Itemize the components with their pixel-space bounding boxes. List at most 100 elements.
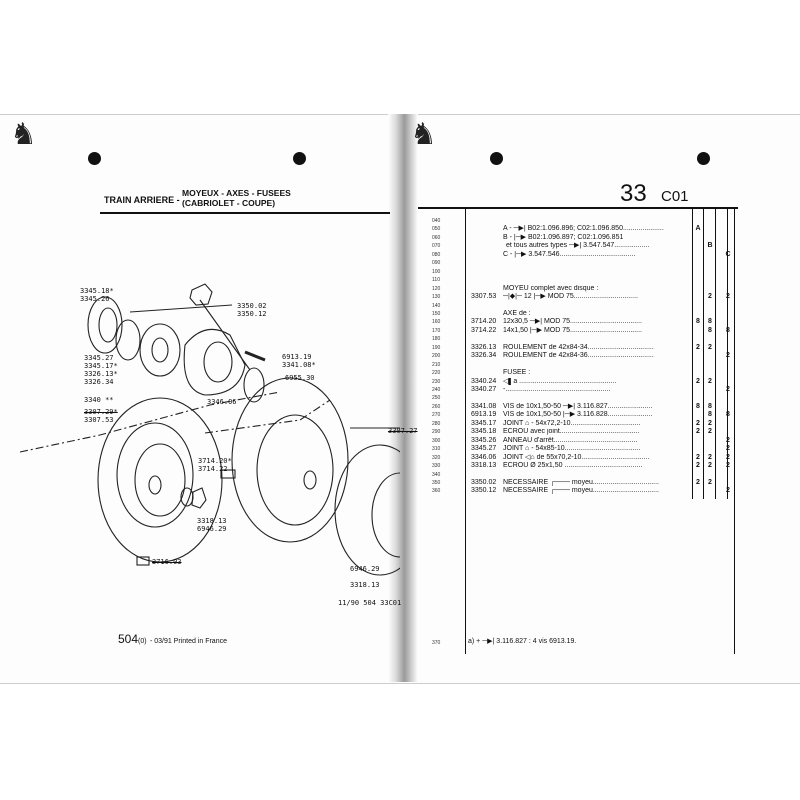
part-description: 12x30,5 ─▶| MOD 75......................… bbox=[503, 318, 642, 326]
group-heading: MOYEU complet avec disque : bbox=[503, 284, 599, 292]
row-number: 140 bbox=[432, 302, 441, 309]
callout-6913: 6913.19 3341.08* bbox=[282, 353, 316, 369]
part-reference: 3346.06 bbox=[471, 453, 497, 461]
part-description: NECESSAIRE ┌─── moyeu...................… bbox=[503, 487, 659, 495]
row-number: 050 bbox=[432, 226, 441, 233]
row-number: 090 bbox=[432, 260, 441, 267]
row-number: 110 bbox=[432, 277, 440, 284]
group-heading: AXE de : bbox=[503, 309, 531, 317]
callout-3716: 3716.03 bbox=[152, 558, 182, 566]
model-number: 504 bbox=[118, 632, 139, 646]
part-description: 14x1,50 |─▶ MOD 75......................… bbox=[503, 326, 642, 334]
row-number: 080 bbox=[432, 251, 441, 258]
row-number: 270 bbox=[432, 412, 441, 419]
quantity-b: 2 bbox=[708, 453, 712, 461]
quantity-b: 2 bbox=[708, 293, 712, 301]
model-variant: (0) bbox=[138, 638, 147, 645]
hub-carrier bbox=[183, 328, 246, 396]
quantity-c: 2 bbox=[726, 386, 730, 393]
footnote: a) + ─▶| 3.116.827 : 4 vis 6913.19. bbox=[468, 638, 577, 645]
part-description: JOINT ◁⌂ de 55x70,2-10..................… bbox=[503, 453, 650, 461]
part-description: A - ─▶| B02:1.096.896; C02:1.096.850....… bbox=[503, 225, 664, 233]
callout-3307-29: 3307.29* bbox=[84, 408, 118, 416]
part-description: ECROU Ø 25x1,50 ........................… bbox=[503, 462, 643, 470]
callout-3345-18: 3345.18* 3345.26 bbox=[80, 287, 114, 303]
part-description: JOINT ⌂ - 54x85-10......................… bbox=[503, 445, 641, 453]
brake-disc-right bbox=[231, 377, 349, 543]
binder-hole bbox=[490, 152, 503, 165]
quantity-c: 2 bbox=[726, 462, 730, 470]
quantity-c: 2 bbox=[726, 487, 730, 495]
row-number: 150 bbox=[432, 310, 441, 317]
hub-flange bbox=[334, 444, 400, 576]
quantity-b: 8 bbox=[708, 411, 712, 419]
part-reference: 3714.22 bbox=[471, 326, 497, 334]
part-description: et tous autres types ─▶| 3.547.547......… bbox=[506, 242, 650, 250]
quantity-a: 2 bbox=[696, 428, 700, 436]
callout-3714: 3714.20* 3714.22 bbox=[198, 457, 232, 473]
binder-hole bbox=[88, 152, 101, 165]
quantity-a: 8 bbox=[696, 402, 700, 410]
row-number: 180 bbox=[432, 336, 441, 343]
part-reference: 3307.53 bbox=[471, 293, 497, 301]
quantity-b: 2 bbox=[708, 462, 712, 470]
row-number: 070 bbox=[432, 243, 441, 250]
callout-3345-27: 3345.27 3345.17* 3326.13* 3326.34 bbox=[84, 354, 118, 386]
part-reference: 3326.34 bbox=[471, 352, 497, 360]
part-description: ECROU avec joint........................… bbox=[503, 428, 640, 436]
book-fold bbox=[388, 114, 418, 682]
row-number: 240 bbox=[432, 387, 441, 393]
row-number: 280 bbox=[432, 420, 441, 427]
row-number: 160 bbox=[432, 319, 441, 326]
callout-3318-6946: 3318.13 6946.29 bbox=[197, 517, 227, 533]
peugeot-lion-logo: ♞ bbox=[410, 118, 437, 151]
callout-6946-29: 6946.29 bbox=[350, 565, 380, 573]
oil-seal-inner bbox=[98, 307, 118, 343]
bolt bbox=[244, 350, 266, 362]
part-description: VIS de 10x1,50-50 ─▶| 3.116.827.........… bbox=[503, 402, 653, 410]
part-description: ─|◆|─ 12 |─▶ MOD 75.....................… bbox=[503, 293, 638, 301]
row-number: 370 bbox=[432, 640, 441, 646]
column-divider bbox=[715, 209, 716, 499]
quantity-a: 8 bbox=[696, 318, 700, 326]
part-description: ROULEMENT de 42x84-34...................… bbox=[503, 343, 654, 351]
page-code: C01 bbox=[661, 188, 689, 205]
header-rule bbox=[418, 207, 738, 209]
row-number: 350 bbox=[432, 479, 441, 486]
row-number: 170 bbox=[432, 327, 441, 334]
row-number: 120 bbox=[432, 285, 441, 292]
quantity-c: 2 bbox=[726, 352, 730, 360]
subtitle-line-1: MOYEUX - AXES - FUSEES bbox=[182, 188, 291, 198]
binder-hole bbox=[293, 152, 306, 165]
part-reference: 3341.08 bbox=[471, 402, 497, 410]
row-number: 190 bbox=[432, 344, 441, 351]
exploded-hub-diagram bbox=[19, 283, 400, 576]
quantity-a: 2 bbox=[696, 419, 700, 427]
nut-3318 bbox=[191, 487, 207, 509]
part-reference: 3318.13 bbox=[471, 462, 497, 470]
row-number: 300 bbox=[432, 437, 441, 444]
group-heading: FUSEE : bbox=[503, 369, 531, 377]
column-divider bbox=[727, 209, 728, 499]
quantity-b: 2 bbox=[708, 428, 712, 436]
row-number: 130 bbox=[432, 294, 441, 301]
quantity-b: 2 bbox=[708, 343, 712, 351]
quantity-a: 2 bbox=[696, 462, 700, 470]
quantity-b: 8 bbox=[708, 318, 712, 326]
seal-3346 bbox=[243, 367, 265, 403]
stud-3714 bbox=[220, 469, 236, 479]
column-divider bbox=[703, 209, 704, 499]
part-description: VIS de 10x1,50-50 |─▶ 3.116.828.........… bbox=[503, 411, 653, 419]
part-description: -.......................................… bbox=[503, 386, 611, 393]
callout-3340: 3340 ** bbox=[84, 396, 114, 404]
page-footer: 504(0) - 03/91 Printed in France bbox=[118, 632, 227, 646]
subtitle-line-2: (CABRIOLET - COUPE) bbox=[182, 198, 276, 208]
part-reference: 3350.02 bbox=[471, 478, 497, 486]
callout-6955: 6955.30 bbox=[285, 374, 315, 382]
quantity-c: C bbox=[725, 250, 731, 258]
part-reference: 3345.26 bbox=[471, 436, 497, 444]
quantity-c: 8 bbox=[726, 411, 730, 419]
row-number: 340 bbox=[432, 471, 441, 478]
callout-3307-53: 3307.53 bbox=[84, 416, 114, 424]
quantity-a: 2 bbox=[696, 478, 700, 486]
